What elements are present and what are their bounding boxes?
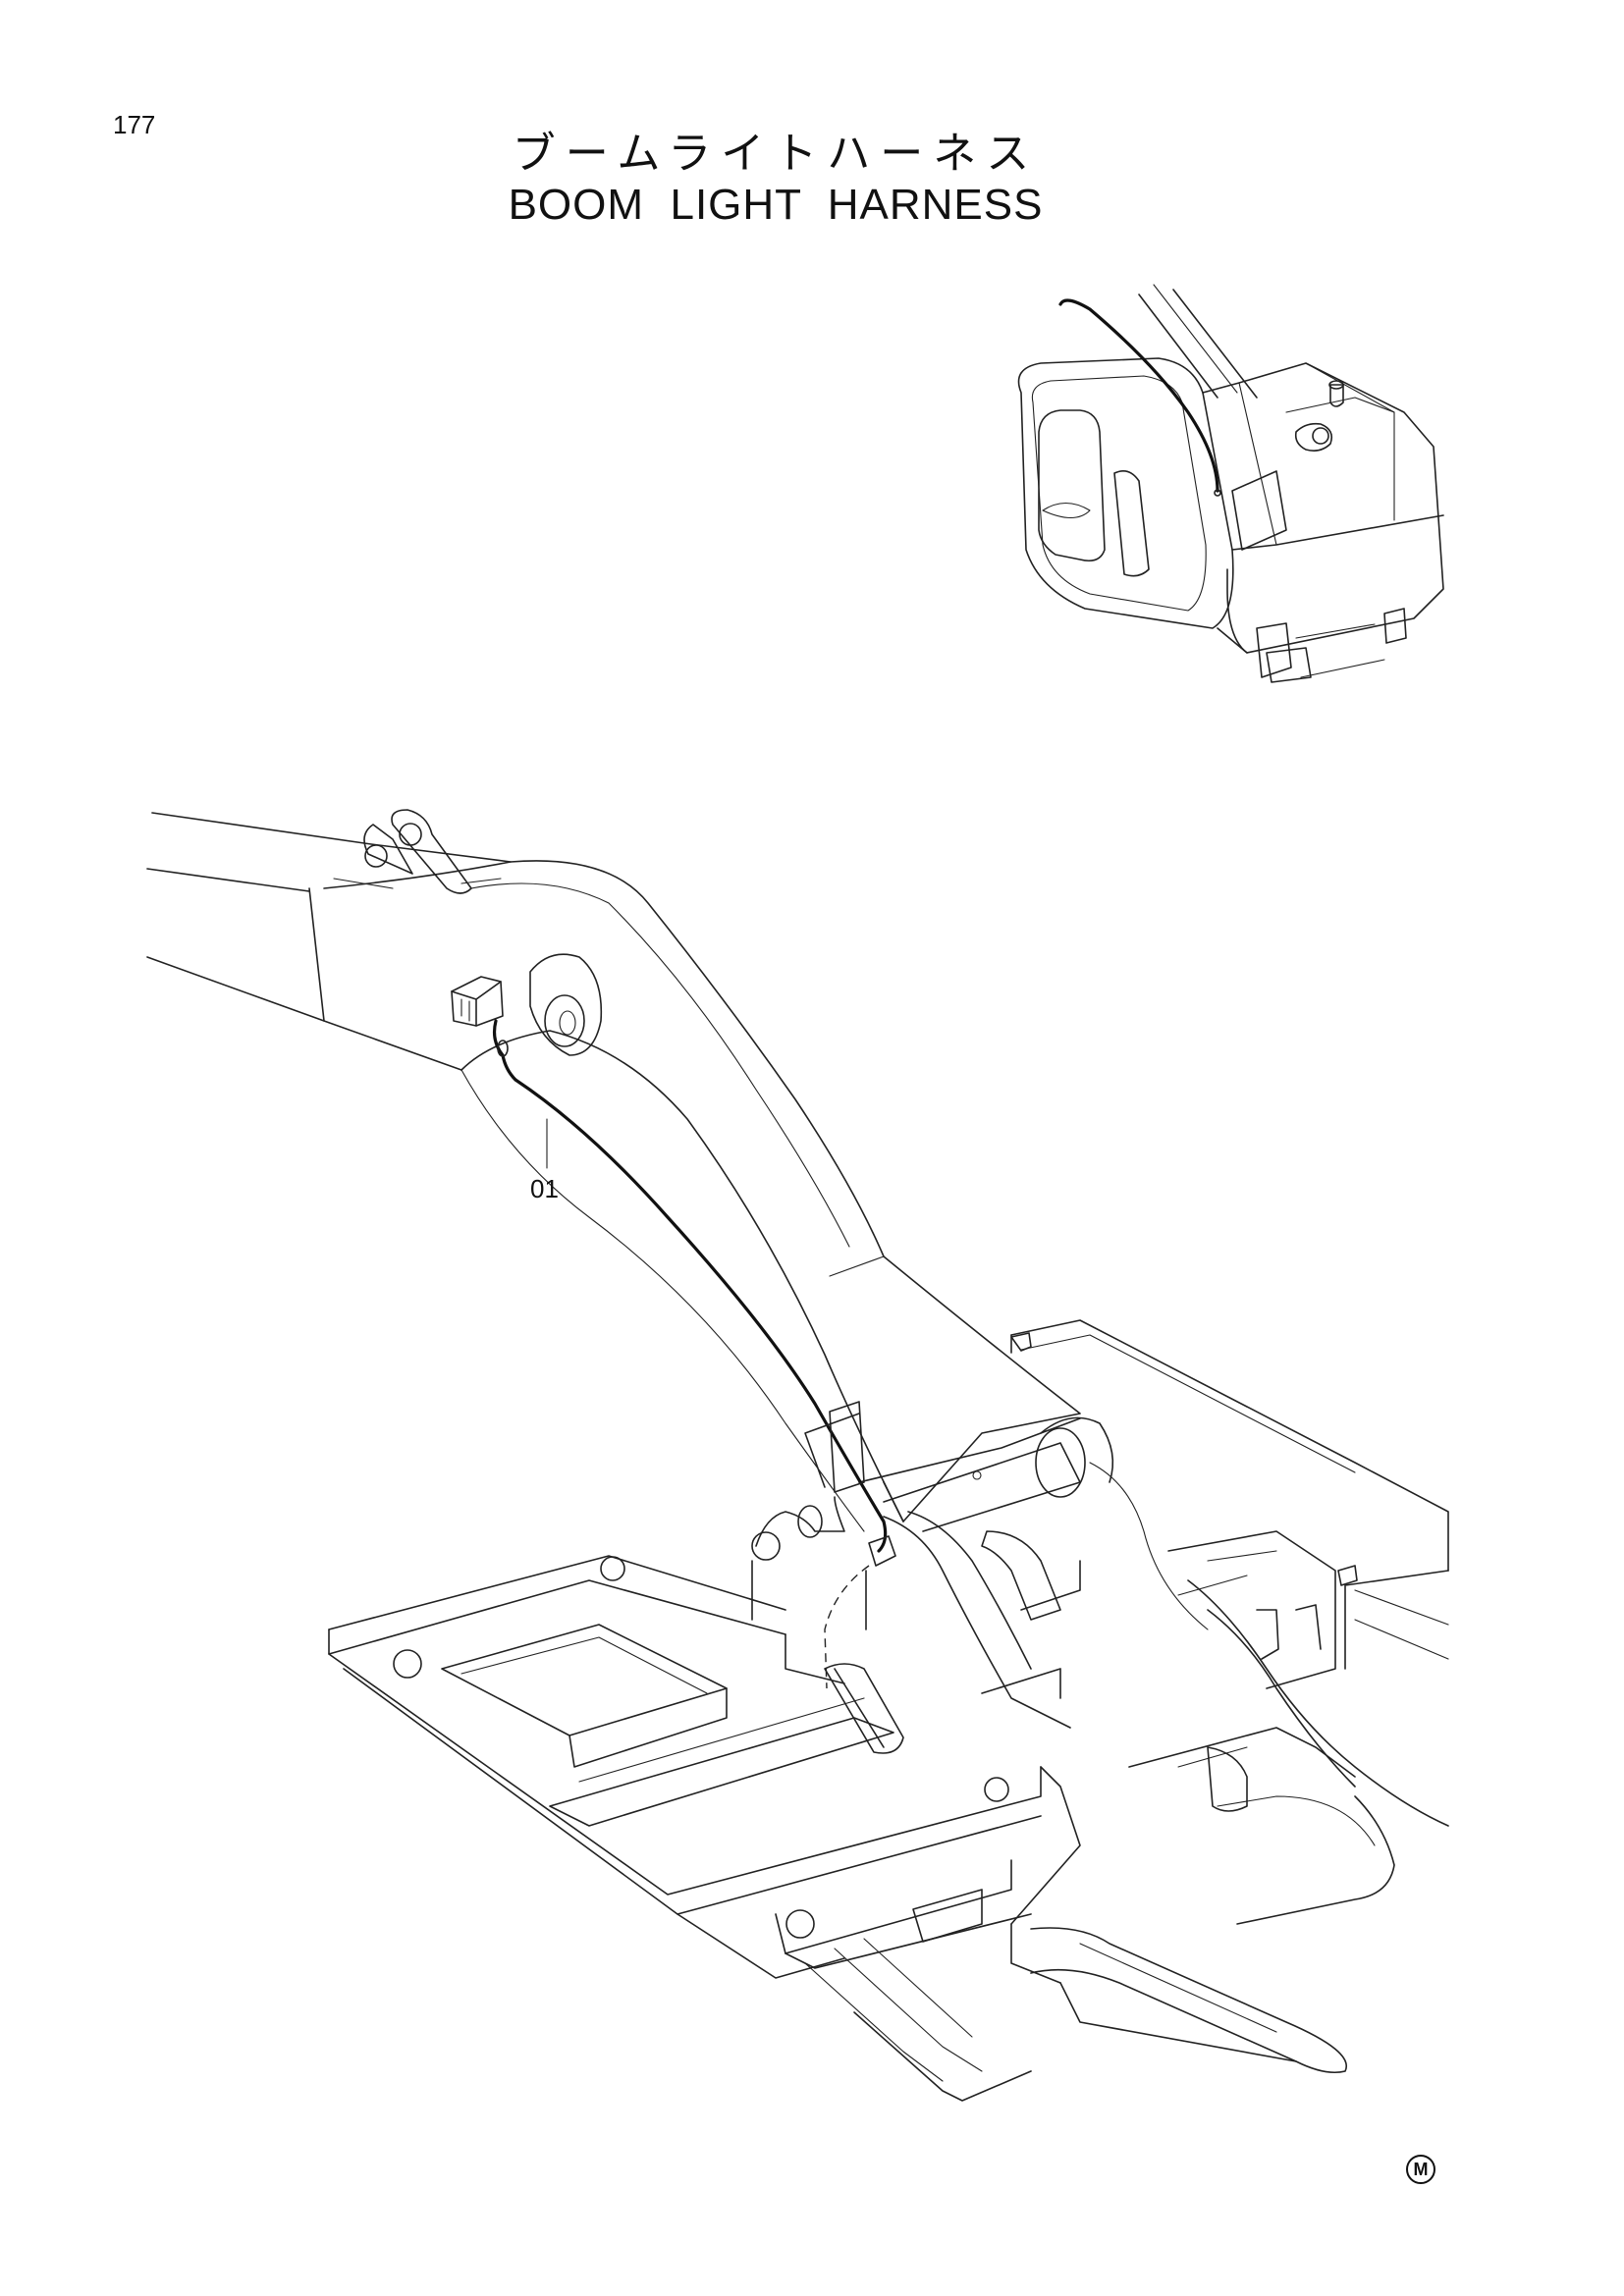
boom-light-harness	[492, 1019, 896, 1689]
swing-frame	[1010, 1319, 1449, 1925]
boom-light-lamp	[451, 976, 504, 1027]
circled-m-icon: M	[1406, 2155, 1435, 2184]
page-title-english: BOOM LIGHT HARNESS	[508, 180, 1044, 229]
page-title-japanese: ブームライトハーネス	[512, 129, 1040, 179]
title-block: ブームライトハーネス BOOM LIGHT HARNESS	[491, 129, 1060, 231]
boom-foot-and-bracket	[751, 1401, 1209, 1729]
page-number: 177	[113, 110, 156, 139]
callout-01: 01	[530, 1174, 559, 1203]
upper-structure-frame	[328, 1555, 1347, 2102]
machine-overview-inset	[1017, 284, 1444, 683]
boom	[146, 809, 1081, 1532]
